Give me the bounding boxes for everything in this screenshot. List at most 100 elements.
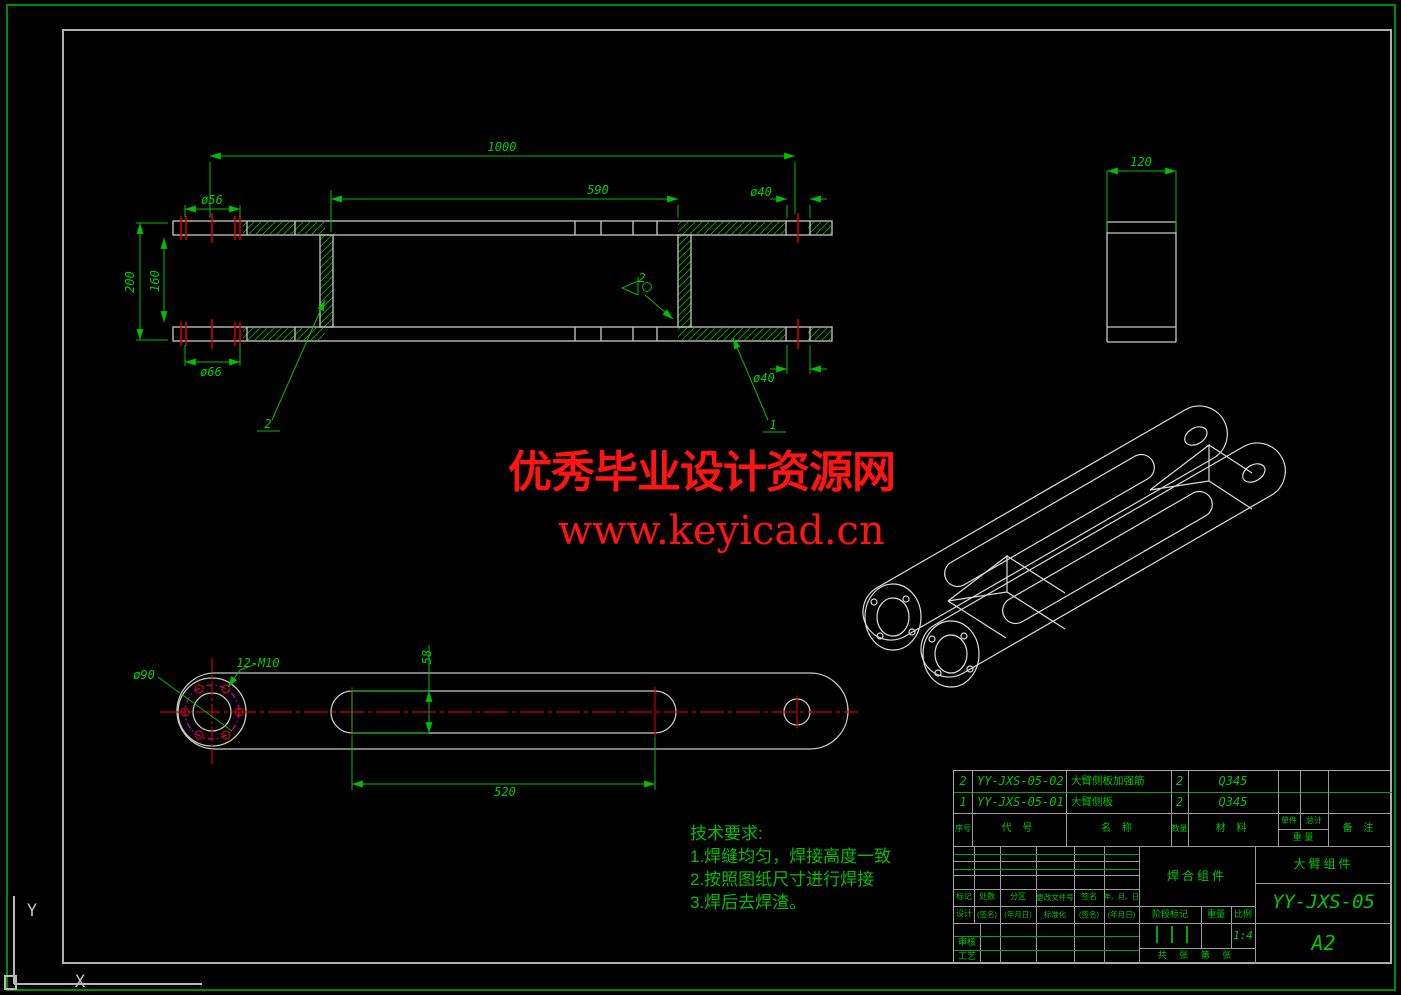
grid-line xyxy=(1139,846,1140,964)
grid-line xyxy=(1074,846,1075,964)
front-view-dimensions xyxy=(136,152,827,433)
bom-header-material: 材 料 xyxy=(1215,823,1251,835)
plan-view-part xyxy=(176,672,849,750)
rev-count: 处数 xyxy=(979,892,995,902)
bom-row-code: YY-JXS-05-02 xyxy=(977,774,1064,789)
side-view: 120 xyxy=(1106,155,1177,343)
grid-line xyxy=(954,792,1392,793)
grid-line xyxy=(1255,883,1392,884)
grid-line xyxy=(1000,846,1001,964)
plan-view-dim-labels: 58 520 ø90 12-M10 xyxy=(133,650,516,799)
sig-design-sign: (签名) xyxy=(977,909,997,919)
dim-120: 120 xyxy=(1130,155,1152,169)
bom-header-remark: 备 注 xyxy=(1342,823,1378,835)
ucs-x-label: X xyxy=(75,972,86,992)
plan-view-centerlines xyxy=(160,658,858,766)
dim-58: 58 xyxy=(420,650,434,664)
grid-line xyxy=(954,861,1139,862)
technical-requirements: 技术要求: 1.焊缝均匀，焊接高度一致 2.按照图纸尺寸进行焊接 3.焊后去焊渣… xyxy=(690,822,891,914)
dim-bore-top: ø56 xyxy=(201,193,223,207)
bom-header-seq: 序号 xyxy=(955,824,971,834)
bom-header-weight: 重 量 xyxy=(1292,831,1314,842)
bom-header-total: 总计 xyxy=(1306,815,1322,825)
dim-pin-top: ø40 xyxy=(750,185,772,199)
dim-590: 590 xyxy=(587,183,609,197)
grid-line xyxy=(954,813,1392,814)
front-view-dim-labels: 1000 590 ø56 ø66 200 160 ø40 ø40 2 2 1 xyxy=(123,140,777,432)
grid-line xyxy=(1328,771,1329,846)
grid-line xyxy=(972,771,973,846)
grid-line xyxy=(1231,906,1232,948)
dim-bore-bottom: ø66 xyxy=(200,365,222,379)
grid-line xyxy=(1188,771,1189,846)
balloon-part-1: 1 xyxy=(769,418,776,432)
assembly-name: 焊合组件 xyxy=(1166,868,1227,883)
watermark-url: www.keyicad.cn xyxy=(558,508,885,554)
tech-req-item: 1.焊缝均匀，焊接高度一致 xyxy=(690,847,892,866)
grid-line xyxy=(1201,906,1202,948)
sig-std-sign: (签名) xyxy=(1079,909,1099,919)
tech-req-item: 3.焊后去焊渣。 xyxy=(690,893,807,912)
grid-line xyxy=(954,854,1139,855)
stage-mark-tick xyxy=(1171,926,1173,943)
grid-line xyxy=(1278,771,1279,846)
bom-row-material: Q345 xyxy=(1218,795,1248,810)
title-block: 2 YY-JXS-05-02 大臂侧板加强筋 2 Q345 1 YY-JXS-0… xyxy=(953,770,1392,964)
dim-200: 200 xyxy=(123,271,137,293)
bom-header-code: 代 号 xyxy=(1001,823,1037,835)
bom-header-unit: 单件 xyxy=(1281,815,1297,825)
drawing-number: YY-JXS-05 xyxy=(1272,891,1375,914)
grid-line xyxy=(954,846,1392,847)
grid-line xyxy=(954,869,1139,870)
grid-line xyxy=(1139,948,1255,949)
ucs-y-label: Y xyxy=(27,901,37,921)
grid-line xyxy=(954,875,1139,876)
sheet-size: A2 xyxy=(1311,931,1336,955)
bom-header-name: 名 称 xyxy=(1101,823,1136,835)
stage-mark-tick xyxy=(1186,926,1188,943)
bom-row-material: Q345 xyxy=(1218,774,1248,789)
grid-line xyxy=(1300,771,1301,829)
rev-date: 年、月、日 xyxy=(1104,893,1139,901)
grid-line xyxy=(974,846,975,923)
rev-zone: 分区 xyxy=(1010,892,1026,902)
balloon-part-2: 2 xyxy=(264,417,271,431)
dim-pin-bottom: ø40 xyxy=(753,371,775,385)
bom-row-name: 大臂侧板 xyxy=(1071,795,1113,808)
dim-1000: 1000 xyxy=(488,140,517,154)
front-view-part xyxy=(172,220,833,342)
grid-line xyxy=(1255,923,1392,924)
product-name: 大臂组件 xyxy=(1293,857,1354,872)
grid-line xyxy=(1036,846,1037,964)
grid-line xyxy=(1066,771,1067,846)
bom-row-qty: 2 xyxy=(1175,774,1184,789)
watermark-title: 优秀毕业设计资源网 xyxy=(508,447,896,498)
sig-std: 标准化 xyxy=(1043,909,1067,919)
grid-line xyxy=(1139,906,1255,907)
sig-design-date: (年月日) xyxy=(1004,909,1032,919)
grid-line xyxy=(954,889,1139,890)
rev-doc: 更改文件号 xyxy=(1036,892,1074,902)
dim-520: 520 xyxy=(494,785,516,799)
isometric-view xyxy=(862,405,1286,688)
grid-line xyxy=(1104,846,1105,964)
weld-size-label: 2 xyxy=(638,271,645,285)
dim-bolt-holes: 12-M10 xyxy=(236,656,279,670)
tech-req-item: 2.按照图纸尺寸进行焊接 xyxy=(690,870,875,889)
bom-header-qty: 数量 xyxy=(1171,824,1188,834)
front-view-red-marks xyxy=(180,213,799,349)
stage-label: 阶段标记 xyxy=(1151,908,1188,919)
grid-line xyxy=(1255,846,1256,964)
grid-line xyxy=(1171,771,1172,846)
stage-scale: 比例 xyxy=(1233,908,1252,919)
stage-mark-tick xyxy=(1156,926,1158,943)
sig-design: 设计 xyxy=(956,909,972,919)
grid-line xyxy=(954,936,1139,937)
rev-mark: 标记 xyxy=(956,892,972,902)
scale-value: 1:4 xyxy=(1233,928,1253,942)
grid-line xyxy=(954,906,1139,907)
bom-row-name: 大臂侧板加强筋 xyxy=(1071,774,1145,787)
grid-line xyxy=(954,923,1139,924)
